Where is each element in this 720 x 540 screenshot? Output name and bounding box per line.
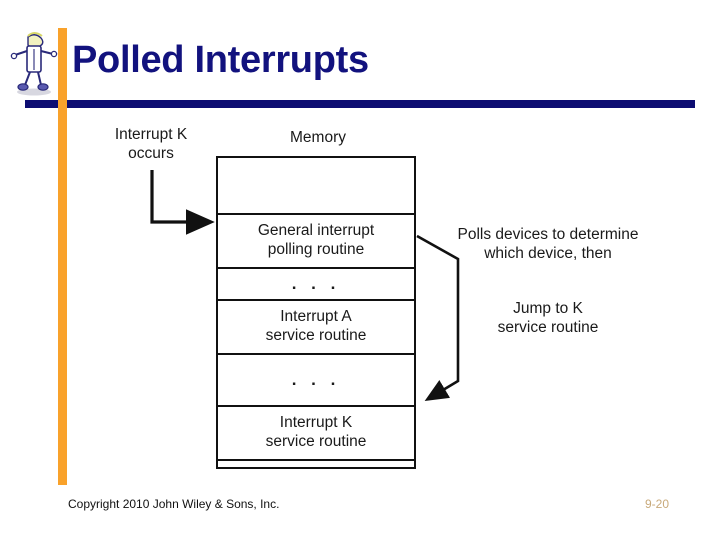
polls-devices-label: Polls devices to determine which device,… bbox=[457, 226, 639, 262]
memory-row-text: . . . bbox=[291, 369, 341, 389]
memory-row-ellipsis-2: . . . bbox=[218, 353, 414, 405]
interrupt-entry-arrow bbox=[150, 170, 215, 235]
memory-row-interrupt-k-service-routine: Interrupt K service routine bbox=[218, 405, 414, 459]
memory-row-empty-top bbox=[218, 158, 414, 213]
memory-label: Memory bbox=[290, 129, 346, 146]
mascot-stick-figure-icon bbox=[8, 30, 60, 98]
memory-row-general-polling-routine: General interrupt polling routine bbox=[218, 213, 414, 267]
memory-row-text: General interrupt polling routine bbox=[257, 222, 375, 258]
jump-to-k-label: Jump to K service routine bbox=[497, 300, 599, 336]
memory-row-empty-bottom bbox=[218, 459, 414, 486]
footer-page-number: 9-20 bbox=[645, 497, 670, 511]
memory-row-ellipsis-1: . . . bbox=[218, 267, 414, 299]
footer-copyright: Copyright 2010 John Wiley & Sons, Inc. bbox=[68, 497, 280, 511]
orange-accent-bar bbox=[58, 28, 67, 485]
header-rule bbox=[25, 100, 695, 108]
memory-row-text: Interrupt K service routine bbox=[265, 414, 367, 450]
memory-column: General interrupt polling routine . . . … bbox=[216, 156, 416, 469]
memory-row-text: Interrupt A service routine bbox=[265, 308, 367, 344]
interrupt-occurs-label: Interrupt K occurs bbox=[114, 126, 188, 162]
memory-row-interrupt-a-service-routine: Interrupt A service routine bbox=[218, 299, 414, 353]
memory-row-text: . . . bbox=[291, 273, 341, 293]
page-title: Polled Interrupts bbox=[72, 39, 369, 81]
